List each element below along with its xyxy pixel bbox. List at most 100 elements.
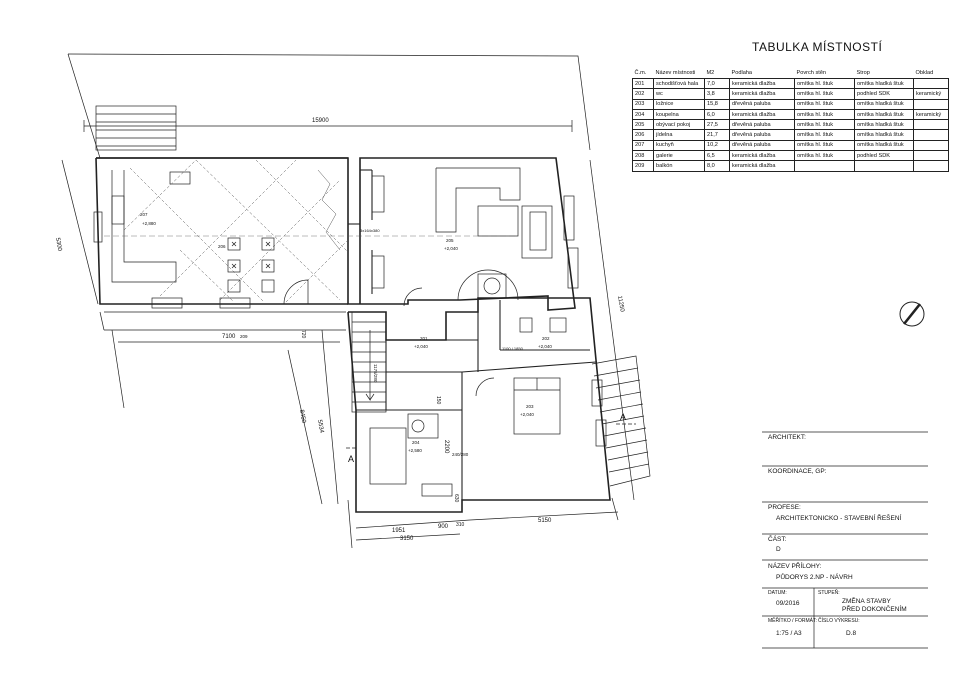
table-cell: 15,8: [704, 98, 730, 110]
dim-right: 11250: [616, 295, 625, 313]
nazev-value: PŮDORYS 2.NP - NÁVRH: [776, 574, 853, 581]
door-swing: [283, 279, 309, 305]
table-cell: omítka hl. štuk: [794, 139, 855, 152]
cast-label: ČÁST:: [768, 536, 787, 543]
dim-balcony: 7100: [222, 334, 236, 340]
table-cell: ložnice: [653, 98, 705, 110]
room-206-number: 206: [218, 244, 226, 249]
table-cell: omítka hladká štuk: [854, 108, 914, 121]
table-cell: [913, 139, 949, 152]
room-201-number: 201: [420, 336, 428, 341]
balcony-room-number: 209: [240, 334, 248, 339]
door-label: 1100 / 1850: [502, 346, 524, 351]
table-cell: podhled SDK: [854, 88, 914, 100]
architekt-label: ARCHITEKT:: [768, 434, 806, 441]
datum-label: DATUM:: [768, 590, 787, 596]
table-cell: dřevěná paluba: [729, 119, 795, 131]
table-cell: [913, 119, 949, 131]
dim-bottom-310: 310: [456, 522, 465, 528]
table-cell: 206: [632, 129, 654, 141]
table-cell: 201: [632, 77, 654, 90]
cislo-value: D.8: [846, 630, 857, 637]
room-201-level: +2,040: [414, 344, 428, 349]
table-cell: galerie: [653, 150, 705, 162]
sofa: [435, 167, 553, 259]
opening-label: 3x164x380: [360, 228, 380, 233]
table-cell: 21,7: [704, 129, 730, 141]
room-205-number: 205: [446, 238, 454, 243]
dim-240: 240/280: [452, 452, 469, 457]
dim-150: 150: [435, 396, 441, 405]
title-block: [762, 431, 928, 649]
col-header: Název místnosti: [655, 70, 696, 76]
building-walls: [95, 157, 611, 513]
dim-2200: 2200: [443, 440, 449, 454]
table-cell: 208: [632, 150, 654, 162]
profese-label: PROFESE:: [768, 504, 801, 511]
table-cell: omítka hl. štuk: [794, 77, 855, 90]
table-cell: keramická dlažba: [729, 88, 795, 100]
table-cell: keramická dlažba: [729, 160, 795, 172]
dim-left-upper: 5300: [54, 237, 62, 252]
col-header: Povrch stěn: [796, 70, 827, 76]
room-table-title: TABULKA MÍSTNOSTÍ: [752, 40, 883, 54]
spiral-stair: [317, 169, 341, 251]
stupen-value-2: PŘED DOKONČENÍM: [842, 606, 907, 613]
datum-value: 09/2016: [776, 600, 800, 607]
table-cell: [913, 129, 949, 141]
table-cell: 27,5: [704, 119, 730, 131]
bath-basin: [407, 413, 439, 439]
table-cell: 7,0: [704, 77, 730, 90]
windows: [93, 175, 607, 497]
wc-basin: [549, 317, 567, 333]
table-cell: keramická dlažba: [729, 150, 795, 162]
room-203-level: +2,040: [520, 412, 534, 417]
table-cell: jídelna: [653, 129, 705, 141]
table-cell: [913, 77, 949, 90]
nazev-label: NÁZEV PŘÍLOHY:: [768, 563, 822, 570]
room-204-level: +2,580: [408, 448, 422, 453]
col-header: Podlaha: [731, 70, 753, 76]
table-cell: omítka hladká štuk: [854, 77, 914, 90]
table-cell: omítka hl. štuk: [794, 150, 855, 162]
table-cell: omítka hladká štuk: [854, 139, 914, 152]
section-mark-a-left: A: [348, 454, 354, 464]
section-mark-a-right: A: [620, 412, 626, 422]
table-cell: 10,2: [704, 139, 730, 152]
room-table-header: Č.m. Název místnosti M2 Podlaha Povrch s…: [633, 68, 949, 79]
dim-1175: 1175/280: [373, 364, 378, 383]
bathtub: [369, 427, 407, 485]
room-202-number: 202: [542, 336, 550, 341]
room-204-number: 204: [412, 440, 420, 445]
table-cell: omítka hladká štuk: [854, 98, 914, 110]
table-cell: [794, 160, 855, 172]
table-cell: [913, 98, 949, 110]
table-cell: keramická dlažba: [729, 108, 795, 121]
table-cell: 209: [632, 160, 654, 172]
table-cell: dřevěná palubа: [729, 98, 795, 110]
stupen-label: STUPEŇ:: [818, 590, 840, 596]
room-202-level: +2,040: [538, 344, 552, 349]
bed: [513, 377, 561, 435]
table-cell: 6,5: [704, 150, 730, 162]
table-cell: [854, 160, 914, 172]
table-cell: [913, 160, 949, 172]
stupen-value-1: ZMĚNA STAVBY: [842, 598, 891, 605]
table-cell: omítka hl. štuk: [794, 119, 855, 131]
table-cell: 3,8: [704, 88, 730, 100]
table-cell: omítka hladká štuk: [854, 129, 914, 141]
profese-value: ARCHITEKTONICKO - STAVEBNÍ ŘEŠENÍ: [776, 515, 902, 522]
table-cell: dřevěná paluba: [729, 129, 795, 141]
dim-5534: 5534: [316, 419, 324, 434]
table-cell: 6,0: [704, 108, 730, 121]
meritko-label: MĚŘÍTKO / FORMÁT:: [768, 618, 817, 624]
room-207-level: +2,880: [142, 221, 156, 226]
table-cell: keramická dlažba: [729, 77, 795, 90]
dim-720: 720: [300, 330, 306, 339]
table-cell: omítka hl. štuk: [794, 108, 855, 121]
balcony-rail: [99, 311, 346, 409]
